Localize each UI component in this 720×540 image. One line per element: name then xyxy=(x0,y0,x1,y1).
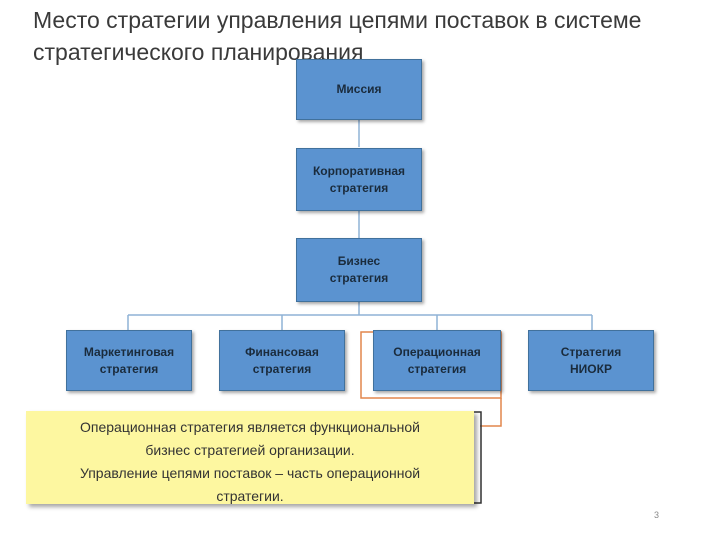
mission-label: Миссия xyxy=(336,82,382,96)
highlight-callout-line xyxy=(480,398,502,427)
rnd-strategy-box: Стратегия НИОКР xyxy=(528,330,654,391)
operational-strategy-note: Операционная стратегия является функцион… xyxy=(26,411,474,504)
corporate-strategy-label: Корпоративная стратегия xyxy=(312,163,406,195)
operational-strategy-box: Операционная стратегия xyxy=(373,330,501,391)
marketing-strategy-label: Маркетинговая стратегия xyxy=(83,344,175,376)
note-line-2: бизнес стратегией организации. xyxy=(145,442,355,458)
page-number: 3 xyxy=(654,510,660,520)
note-bracket xyxy=(473,411,482,504)
corporate-strategy-box: Корпоративная стратегия xyxy=(296,148,422,211)
financial-strategy-label: Финансовая стратегия xyxy=(245,344,319,376)
marketing-strategy-box: Маркетинговая стратегия xyxy=(66,330,192,391)
slide-title: Место стратегии управления цепями постав… xyxy=(33,7,642,65)
rnd-strategy-label: Стратегия НИОКР xyxy=(560,344,622,376)
financial-strategy-box: Финансовая стратегия xyxy=(219,330,345,391)
mission-box: Миссия xyxy=(296,59,422,120)
note-line-4: стратегии. xyxy=(216,488,284,504)
business-strategy-box: Бизнес стратегия xyxy=(296,238,422,302)
note-line-1: Операционная стратегия является функцион… xyxy=(80,419,420,435)
note-line-3: Управление цепями поставок – часть опера… xyxy=(79,465,421,481)
operational-strategy-label: Операционная стратегия xyxy=(393,344,481,376)
business-strategy-label: Бизнес стратегия xyxy=(329,254,389,285)
